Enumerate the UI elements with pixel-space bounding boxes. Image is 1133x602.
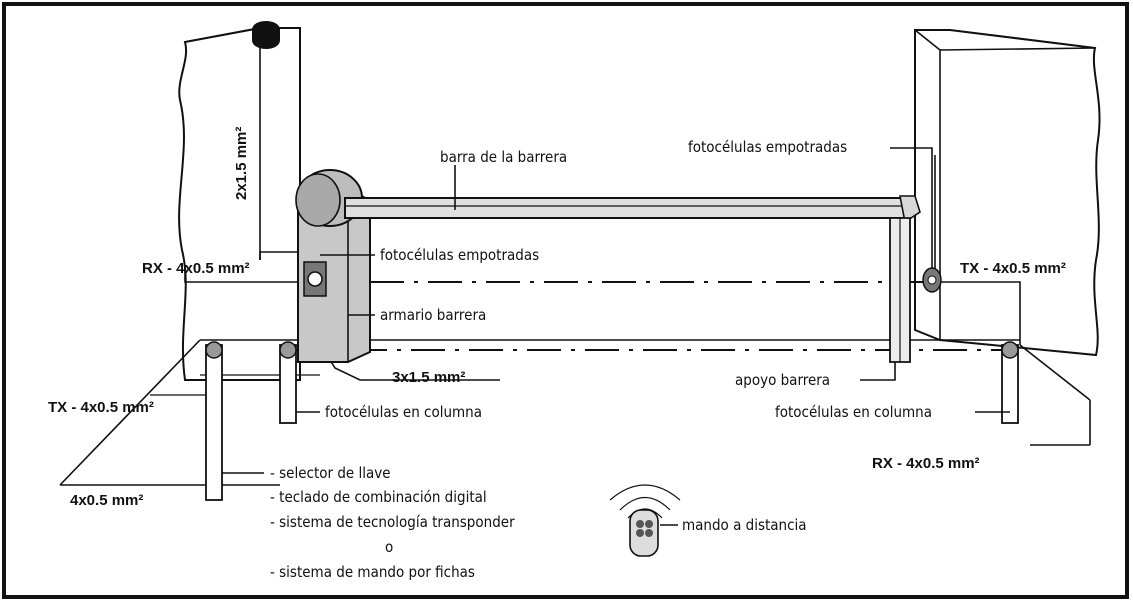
selector-item: - sistema de tecnología transponder	[270, 513, 515, 531]
label-cable-3x: 3x1.5 mm²	[392, 369, 465, 386]
label-apoyo: apoyo barrera	[735, 371, 830, 389]
label-cable-4x: 4x0.5 mm²	[70, 492, 143, 509]
label-fotocelulas-empotradas-right: fotocélulas empotradas	[688, 138, 847, 156]
remote-control-icon	[609, 484, 681, 557]
support-post	[889, 217, 911, 363]
cable-lines	[184, 155, 1021, 381]
label-rx-left: RX - 4x0.5 mm²	[142, 260, 250, 277]
label-fotocelulas-empotradas-left: fotocélulas empotradas	[380, 246, 539, 264]
barrier-boom	[344, 195, 921, 224]
right-wall	[914, 29, 1101, 357]
left-wall	[178, 21, 301, 381]
label-rx-right: RX - 4x0.5 mm²	[872, 455, 980, 472]
selector-item-or: o	[385, 538, 393, 556]
label-armario: armario barrera	[380, 306, 486, 324]
label-cable-post: 2x1.5 mm²	[233, 127, 250, 200]
label-tx-right: TX - 4x0.5 mm²	[960, 260, 1066, 277]
label-barra: barra de la barrera	[440, 148, 567, 166]
leader-lines	[222, 147, 1010, 474]
label-tx-left: TX - 4x0.5 mm²	[48, 399, 154, 416]
selector-item: - selector de llave	[270, 464, 391, 482]
label-mando: mando a distancia	[682, 516, 807, 534]
selector-item: - teclado de combinación digital	[270, 488, 487, 506]
column-photocell-left-1	[279, 341, 297, 424]
photocell-cabinet	[303, 261, 327, 297]
column-photocell-right	[1001, 341, 1019, 424]
selector-item: - sistema de mando por fichas	[270, 563, 475, 581]
photocell-right-wall	[922, 267, 942, 293]
label-fotocelulas-columna-right: fotocélulas en columna	[775, 403, 932, 421]
column-photocell-left-2	[205, 341, 223, 501]
label-fotocelulas-columna-left: fotocélulas en columna	[325, 403, 482, 421]
